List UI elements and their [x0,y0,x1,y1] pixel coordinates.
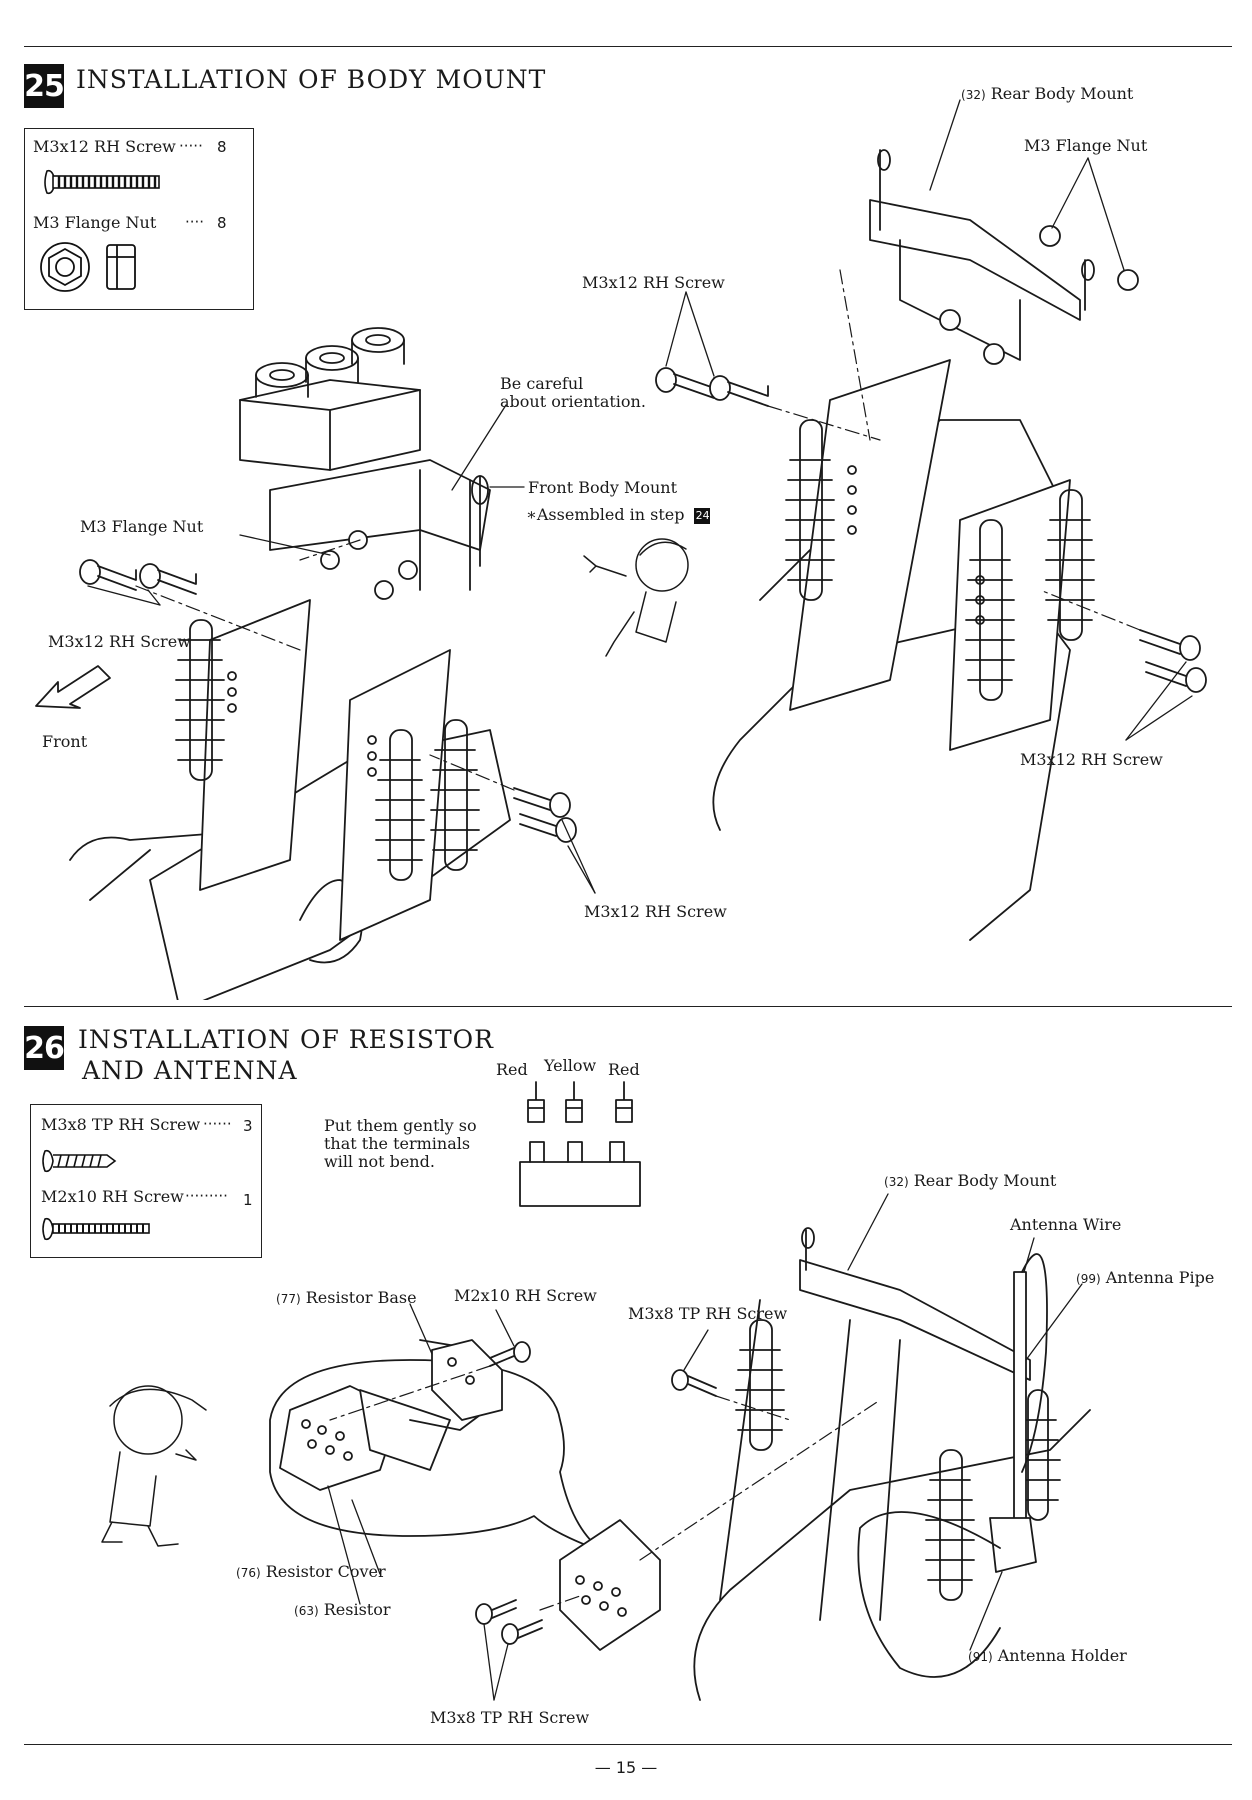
front-chassis-drawing [69,599,511,1000]
part-dots-m3x12: ····· [179,137,203,155]
resistor-assembly-drawing [559,1519,661,1651]
step-26-guide-lines [329,1365,881,1611]
rear-shock-drawing [785,419,1095,701]
wire-color-yellow: Yellow [544,1056,597,1075]
label-resistor-base-num: 77 [280,1292,296,1306]
label-assembled-in-step: ∗Assembled in step 24 [526,505,710,526]
label-antenna-holder-text: Antenna Holder [997,1646,1127,1665]
label-antenna-pipe: (99) Antenna Pipe [1076,1268,1215,1287]
part-dots-m3-flange-nut: ···· [185,213,205,231]
label-assembled-step-ref: 24 [695,509,710,522]
m3-flange-nut-icon [40,242,136,292]
wire-color-red-2: Red [608,1060,640,1079]
section-divider-rule [24,1006,1232,1007]
front-shock-drawing [175,619,480,881]
label-resistor-num: 63 [298,1604,314,1618]
label-assembled-in-step-text: ∗Assembled in step [526,505,685,524]
step-25-title: INSTALLATION OF BODY MOUNT [76,65,547,94]
part-qty-m3x12: 8 [217,138,227,156]
note-line-1: Put them gently so [324,1116,477,1135]
step-24-ref-badge [694,508,710,524]
label-m3x12-screw-bottom: M3x12 RH Screw [584,902,727,921]
bottom-rule [24,1744,1232,1745]
label-rear-body-mount-26-num: 32 [888,1175,904,1189]
label-rear-body-mount-25: (32) Rear Body Mount [961,84,1134,103]
right-guide-lines [767,269,1141,631]
step-26-badge: 26 [24,1026,65,1070]
step-26-title-line1: INSTALLATION OF RESISTOR [78,1025,494,1054]
front-direction-arrow [35,665,111,709]
step-25-leader-lines [87,99,1193,894]
label-resistor-base-text: Resistor Base [305,1288,417,1307]
label-front-body-mount: Front Body Mount [528,478,678,497]
label-antenna-pipe-num: 99 [1080,1272,1096,1286]
right-screws-drawing [655,225,1207,693]
part-name-m3-flange-nut: M3 Flange Nut [33,213,157,232]
label-be-careful: Be careful [500,374,584,393]
part-name-m3x8-tp: M3x8 TP RH Screw [41,1115,201,1134]
front-body-mount-drawing [269,459,491,591]
note-line-2: that the terminals [324,1134,471,1153]
top-rule [24,46,1232,47]
m2x10-screw-icon [42,1217,150,1241]
label-resistor-cover-text: Resistor Cover [265,1562,386,1581]
label-antenna-wire: Antenna Wire [1010,1215,1122,1234]
label-resistor-text: Resistor [323,1600,391,1619]
label-resistor: (63) Resistor [294,1600,391,1619]
label-m3x8-tp-screw-bottom: M3x8 TP RH Screw [430,1708,590,1727]
label-resistor-base: (77) Resistor Base [276,1288,417,1307]
label-resistor-cover: (76) Resistor Cover [236,1562,386,1581]
step-26-leader-lines [327,1193,1083,1701]
part-dots-m2x10: ········· [185,1187,228,1205]
resistor-terminal-diagram [519,1081,641,1207]
label-antenna-holder-num: 91 [972,1650,988,1664]
step-26-parts-box: M3x8 TP RH Screw ······ 3 M2x10 RH Screw… [30,1104,262,1258]
part-qty-m2x10: 1 [243,1191,253,1209]
step-26-screws-drawing [475,1341,717,1645]
step-26-title-line2: AND ANTENNA [82,1056,298,1085]
part-name-m3x12: M3x12 RH Screw [33,137,176,156]
mechanic-character-26-drawing [101,1385,207,1547]
rear-body-mount-drawing [869,149,1095,361]
left-screws-drawing [79,530,577,843]
label-resistor-cover-num: 76 [240,1566,256,1580]
label-m3x12-screw-left: M3x12 RH Screw [48,632,191,651]
note-line-3: will not bend. [324,1152,435,1171]
m3x8-tp-screw-icon [42,1149,117,1173]
rear-chassis-26-drawing [693,1227,1091,1701]
servo-assembly-drawing [239,327,421,471]
resistor-base-drawing [431,1339,503,1421]
left-guide-lines [135,539,515,791]
label-antenna-pipe-text: Antenna Pipe [1105,1268,1215,1287]
antenna-drawing [857,1253,1048,1678]
part-qty-m3-flange-nut: 8 [217,214,227,232]
label-m3x8-tp-screw-top: M3x8 TP RH Screw [628,1304,788,1323]
label-m3x12-screw-right: M3x12 RH Screw [1020,750,1163,769]
m3x12-screw-icon [44,169,160,195]
wire-color-red-1: Red [496,1060,528,1079]
page-number: — 15 — [594,1758,658,1777]
label-front: Front [42,732,88,751]
label-antenna-holder: (91) Antenna Holder [968,1646,1127,1665]
part-dots-m3x8-tp: ······ [203,1115,232,1133]
label-rear-body-mount-26: (32) Rear Body Mount [884,1171,1057,1190]
label-m2x10-screw: M2x10 RH Screw [454,1286,597,1305]
label-m3x12-screw-top: M3x12 RH Screw [582,273,725,292]
step-25-illustration [35,99,1207,1000]
mechanic-character-drawing [583,538,689,657]
label-rear-body-mount-26-text: Rear Body Mount [913,1171,1057,1190]
label-rear-body-mount-25-num: 32 [965,88,981,102]
part-qty-m3x8-tp: 3 [243,1117,253,1135]
label-m3-flange-nut-left: M3 Flange Nut [80,517,204,536]
label-rear-body-mount-25-text: Rear Body Mount [990,84,1134,103]
step-25-parts-box: M3x12 RH Screw ····· 8 M3 Flange Nut ···… [24,128,254,310]
label-m3-flange-nut-right: M3 Flange Nut [1024,136,1148,155]
label-about-orientation: about orientation. [500,392,646,411]
step-25-badge: 25 [24,64,65,108]
part-name-m2x10: M2x10 RH Screw [41,1187,184,1206]
